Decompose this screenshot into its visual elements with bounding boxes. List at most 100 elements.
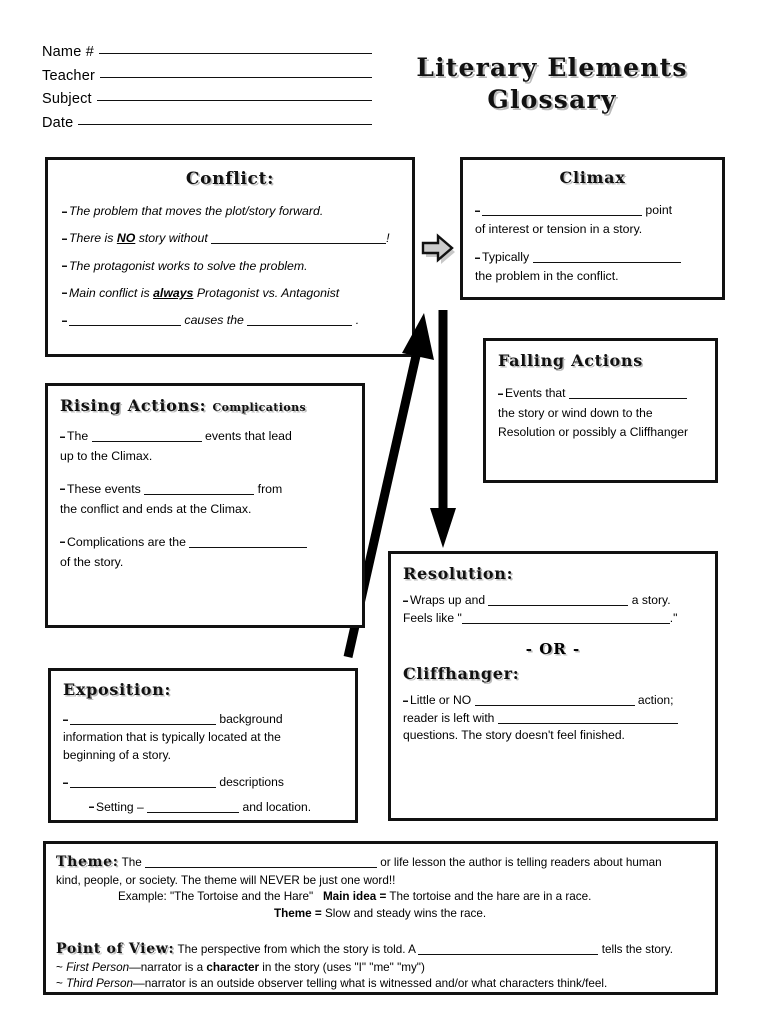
theme-line-1: Theme: The or life lesson the author is … [56,853,705,873]
conflict-blank-2[interactable] [69,314,181,327]
subject-field-label: Subject [42,91,92,107]
main-idea-text: The tortoise and the hare are in a race. [386,890,592,904]
pov-line-1: Point of View: The perspective from whic… [56,940,705,960]
climax-line-3-start: Typically [482,250,533,265]
rising-p3-start: Complications are the [67,534,190,549]
climax-line-1-end: point [642,203,673,217]
bullet-icon [60,427,67,447]
pov-heading: Point of View: [56,940,175,957]
exposition-line-3: beginning of a story. [63,748,172,763]
falling-line-2: the story or wind down to the [498,405,653,420]
climax-line-1: point [475,201,722,220]
exposition-box: Exposition: background information that … [48,668,358,823]
cliffhanger-line-2: reader is left with [403,710,715,728]
climax-line-2: of interest or tension in a story. [475,222,643,237]
climax-box: Climax point of interest or tension in a… [460,157,725,300]
cliffhanger-body: Little or NO action; reader is left with… [403,692,715,745]
conflict-item-2-mid: story without [135,231,212,246]
first-person-dash: ~ [56,960,67,974]
exposition-body: background information that is typically… [63,710,355,816]
pov-a: The perspective from which the story is … [174,942,419,956]
page-title-line1: Literary Elements [416,53,688,82]
conflict-box: Conflict: The problem that moves the plo… [45,157,415,357]
resolution-l1-start: Wraps up and [410,593,489,607]
date-field-blank[interactable] [78,123,372,125]
cliffhanger-blank-1[interactable] [474,694,635,707]
cliffhanger-c1-start: Little or NO [410,693,475,708]
rising-blank-1[interactable] [91,430,202,442]
bullet-icon [62,205,69,217]
name-field-blank[interactable] [98,53,372,54]
bullet-icon [60,533,67,553]
conflict-item-4-end: Protagonist vs. Antagonist [193,285,340,300]
teacher-field-row[interactable]: Teacher [42,68,372,84]
theme-b: or life lesson the author is telling rea… [377,856,662,869]
conflict-blank-3[interactable] [247,314,353,327]
bullet-icon [403,692,410,710]
falling-line-3: Resolution or possibly a Cliffhanger [498,425,689,440]
subject-field-blank[interactable] [96,100,372,101]
exposition-blank-2[interactable] [70,776,216,789]
resolution-l2-end: ." [669,610,678,625]
cliffhanger-blank-2[interactable] [497,712,678,724]
resolution-blank-1[interactable] [488,594,629,606]
rising-p2-start: These events [67,481,145,496]
rising-p1-start: The [67,429,92,443]
subject-field-row[interactable]: Subject [42,91,372,107]
climax-line-4: the problem in the conflict. [475,269,619,284]
falling-actions-heading: Falling Actions [498,351,643,370]
cliffhanger-line-1: Little or NO action; [403,692,715,710]
exposition-l5-start: Setting – [96,799,148,814]
rising-blank-2[interactable] [144,483,255,495]
theme-example-text: Slow and steady wins the race. [321,907,487,921]
resolution-line-1: Wraps up and a story. [403,592,715,610]
pov-b: tells the story. [598,942,673,956]
resolution-heading: Resolution: [403,564,514,583]
rising-para-3-line-2: of the story. [60,554,124,569]
climax-blank-2[interactable] [532,251,681,264]
cliffhanger-c1-end: action; [634,693,674,708]
exposition-blank-3[interactable] [147,801,240,813]
bullet-icon [403,592,410,610]
character-emphasis: character [206,960,260,974]
bullet-icon [475,248,482,267]
bullet-icon [60,480,67,500]
climax-body: point of interest or tension in a story.… [475,201,722,286]
conflict-item-1-text: The problem that moves the plot/story fo… [69,204,324,218]
name-field-row[interactable]: Name # [42,44,372,60]
date-field-row[interactable]: Date [42,115,372,131]
conflict-item-2: There is NO story without ! [62,232,412,244]
theme-line-2: kind, people, or society. The theme will… [56,873,396,887]
conflict-blank-1[interactable] [211,232,387,245]
conflict-item-1: The problem that moves the plot/story fo… [62,205,412,217]
rising-blank-3[interactable] [189,536,308,548]
resolution-l2-start: Feels like " [403,610,462,625]
theme-example-line-2: Theme = Slow and steady wins the race. [274,906,705,923]
climax-blank-1[interactable] [482,204,642,216]
theme-pov-content: Theme: The or life lesson the author is … [46,844,715,993]
rising-actions-body: The events that lead up to the Climax. T… [60,427,362,572]
rising-para-1-line-2: up to the Climax. [60,448,153,463]
falling-blank-1[interactable] [568,387,687,399]
exposition-line-5: Setting – and location. [89,798,355,816]
theme-blank[interactable] [145,856,378,868]
exposition-l4-end: descriptions [216,775,284,790]
teacher-field-blank[interactable] [100,76,372,78]
conflict-no-emphasis: NO [116,231,136,246]
down-arrow-icon [428,310,458,555]
rising-para-1: The events that lead up to the Climax. [60,427,362,467]
exposition-blank-1[interactable] [70,713,216,725]
pov-blank[interactable] [418,943,599,955]
rising-para-3: Complications are the of the story. [60,533,362,573]
rising-p2-end: from [254,481,283,496]
name-field-label: Name # [42,44,94,60]
rising-para-2: These events from the conflict and ends … [60,480,362,520]
or-divider: - OR - [525,640,581,659]
exposition-heading: Exposition: [63,680,172,699]
resolution-cliffhanger-box: Resolution: Wraps up and a story. Feels … [388,551,718,821]
resolution-l1-end: a story. [628,593,671,607]
example-label: Example: "The Tortoise and the Hare" [118,890,314,904]
theme-a: The [118,856,146,869]
resolution-blank-2[interactable] [461,612,670,624]
